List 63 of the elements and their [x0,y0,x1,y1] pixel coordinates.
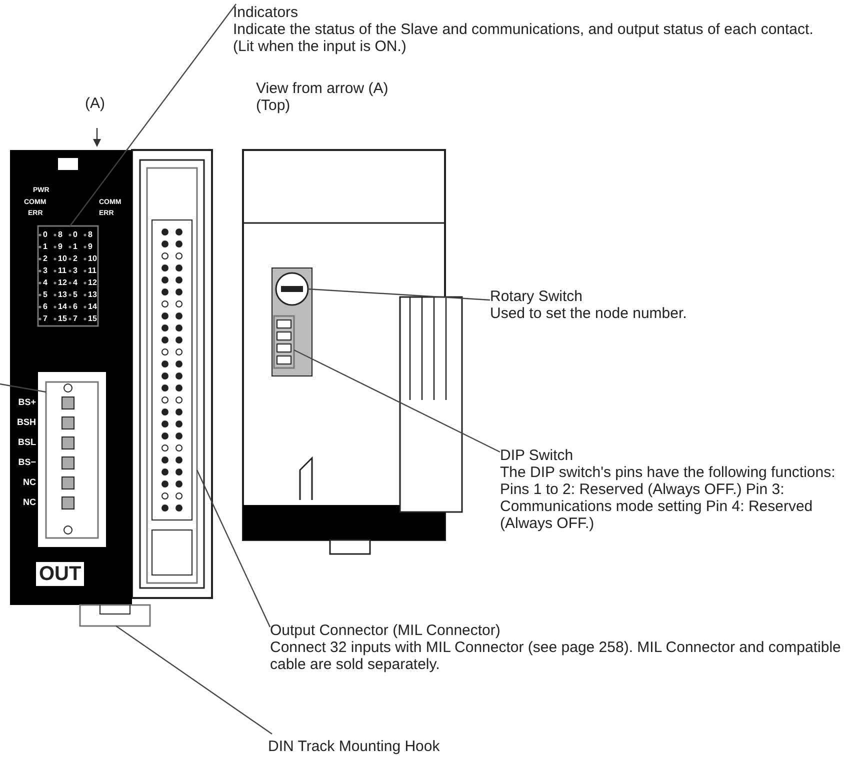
led-number: 11 [58,266,66,276]
view-title: (Top) [256,97,290,114]
callout-text: Connect 32 inputs with MIL Connector (see page 258). MIL Connector and compatible cable are sold separately. [270,639,842,673]
callout-text: The DIP switch's pins have the following functions: Pins 1 to 2: Reserved (Always OFF.) Pin 3: Communications mode setting Pin 4: Reserved (Always OFF.) [500,464,836,532]
terminal-label: BS+ [17,397,36,407]
led-number: 0 [73,230,78,240]
led-number: 6 [43,302,48,312]
panel-label: OUT [36,562,84,586]
indicator-leds [37,225,99,327]
led-number: 4 [73,278,78,288]
leader-line [308,288,490,301]
led-number: 12 [88,278,97,288]
led-number: 2 [73,254,78,264]
callout-text: Used to set the node number. [490,305,688,322]
terminal-label: NC [22,497,36,507]
led-number: 9 [88,242,92,252]
mounting-hook [79,604,151,627]
leader-line [116,626,272,734]
callout-text: Indicate the status of the Slave and communications, and output status of each contact. (Lit when the input is ON.) [233,21,814,55]
callout-title: Output Connector (MIL Connector) [270,622,502,639]
led-number: 8 [58,230,62,240]
callout-title: DIN Track Mounting Hook [268,738,441,755]
led-number: 11 [88,266,96,276]
leader-line [196,470,271,628]
led-number: 13 [88,290,97,300]
led-number: 3 [73,266,78,276]
led-number: 4 [43,278,48,288]
terminal-label: BSH [16,417,36,427]
led-number: 7 [43,314,48,324]
led-number: 10 [58,254,67,264]
led-number: 2 [43,254,48,264]
led-number: 0 [43,230,48,240]
view-label: (A) [85,95,105,112]
led-number: 10 [88,254,97,264]
led-number: 1 [43,242,48,252]
led-number: 1 [73,242,78,252]
led-number: 6 [73,302,78,312]
led-number: 14 [58,302,67,312]
terminal-label: NC [22,477,36,487]
led-number: 12 [58,278,67,288]
terminal-label: BS− [17,457,36,467]
dip-switch [273,315,295,369]
rotary-switch [275,272,309,306]
led-number: 9 [58,242,62,252]
leader-line [294,349,500,453]
led-number: 7 [73,314,78,324]
led-number: 13 [58,290,67,300]
callout-title: Indicators [233,4,300,21]
callout-title: Rotary Switch [490,288,584,305]
callout-title: DIP Switch [500,447,574,464]
output-connector [146,167,198,584]
led-number: 14 [88,302,97,312]
terminal-label: BSL [17,437,36,447]
view-title: View from arrow (A) [256,80,388,97]
led-number: 8 [88,230,92,240]
led-number: 15 [58,314,67,324]
leader-line [0,383,46,393]
led-number: 5 [43,290,48,300]
leader-line [70,4,236,226]
led-number: 15 [88,314,97,324]
terminal-block [45,381,99,539]
led-number: 5 [73,290,78,300]
led-number: 3 [43,266,48,276]
